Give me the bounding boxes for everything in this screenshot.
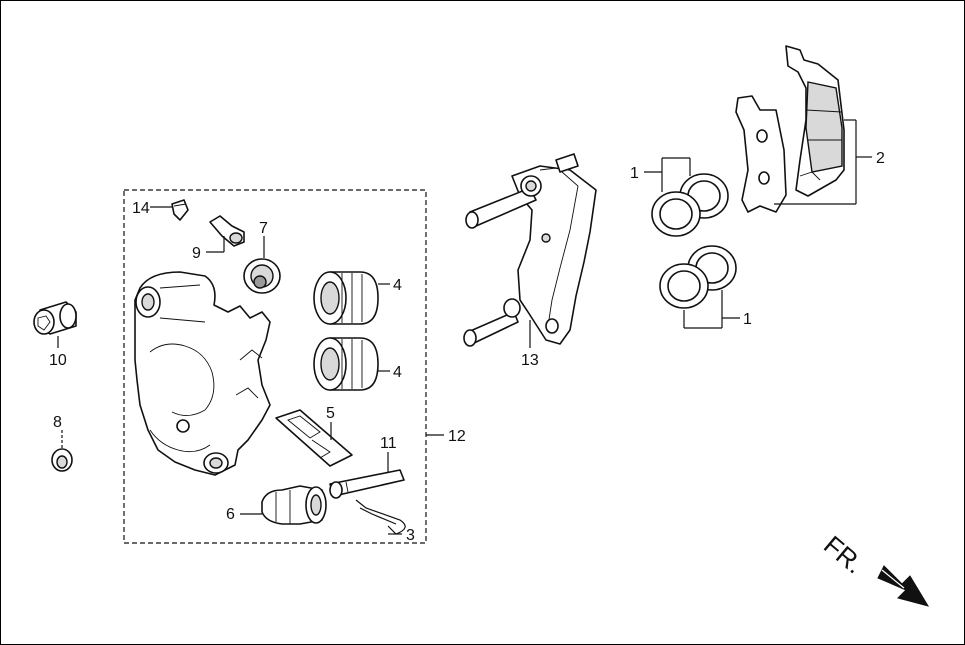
callout-1-upper: 1 [630,165,639,182]
pad-spring [275,409,353,467]
callout-8: 8 [53,414,62,431]
leader-lines [57,119,872,535]
callout-3: 3 [406,527,415,544]
boot-seal [243,258,281,294]
brake-pad-inner [735,95,787,213]
callout-labels: 14 9 7 4 4 5 6 11 3 12 10 8 13 1 1 2 [49,150,885,544]
front-direction-arrow-icon [877,565,930,607]
mounting-bolt [33,301,77,335]
caliper-body [134,271,271,476]
seal-pair-upper [651,173,729,237]
callout-6: 6 [226,506,235,523]
front-direction-label: FR. [818,530,869,580]
piston-lower [313,337,379,391]
piston-upper [313,271,379,325]
callout-4-upper: 4 [393,277,402,294]
callout-1-lower: 1 [743,311,752,328]
seal-pair-lower [659,245,737,309]
callout-12: 12 [448,428,466,445]
callout-11: 11 [380,435,397,452]
bleeder-cap [209,215,245,247]
callout-13: 13 [521,352,539,369]
caliper-bolt [261,485,327,525]
brake-pad-outer [785,45,845,197]
callout-5: 5 [326,405,335,422]
slide-pin [329,469,405,499]
callout-2: 2 [876,150,885,167]
callout-14: 14 [132,200,150,217]
pin-clip [355,499,406,535]
callout-7: 7 [259,220,268,237]
callout-9: 9 [192,245,201,262]
caliper-bracket [463,153,597,347]
bleeder-screw [171,199,189,221]
callout-4-lower: 4 [393,364,402,381]
rubber-cap [51,448,73,472]
front-direction-indicator: FR. [818,530,930,607]
callout-10: 10 [49,352,67,369]
